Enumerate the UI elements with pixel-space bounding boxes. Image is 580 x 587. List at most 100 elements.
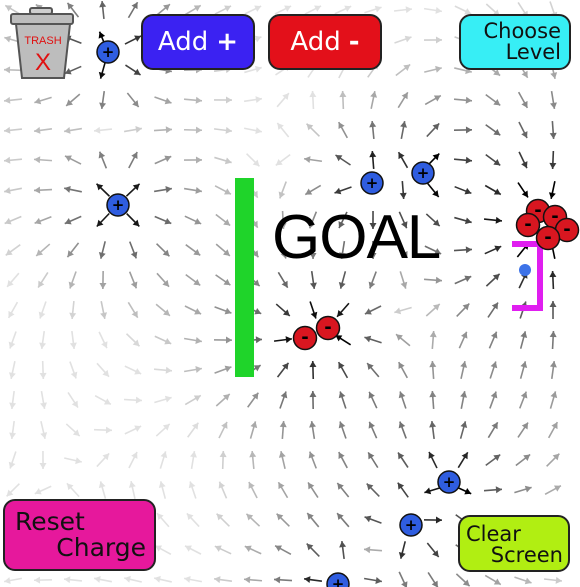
field-arrow-head [435, 36, 442, 44]
field-arrow-head [366, 483, 374, 491]
positive-charge[interactable]: + [437, 470, 461, 494]
field-arrow-head [252, 159, 260, 167]
field-arrow-head [400, 121, 407, 128]
field-arrow-head [281, 280, 288, 288]
field-arrow-head [8, 372, 16, 379]
field-arrow-head [251, 220, 258, 228]
field-arrow-head [195, 337, 202, 344]
field-arrow-head [279, 222, 287, 229]
field-arrow-head [132, 219, 140, 227]
field-arrow-head [275, 545, 283, 552]
field-arrow-head [339, 91, 347, 98]
negative-charge[interactable]: - [292, 325, 318, 351]
field-arrow-head [98, 481, 106, 489]
field-arrow-head [308, 451, 316, 459]
choose-level-button[interactable]: Choose Level [459, 14, 571, 70]
negative-charge[interactable]: - [554, 217, 580, 243]
field-arrow-head [134, 368, 142, 375]
field-arrow-head [34, 576, 41, 584]
field-arrow-head [64, 217, 72, 225]
field-arrow-head [396, 334, 403, 341]
field-arrow-head [5, 5, 13, 12]
field-arrow-head [223, 249, 230, 256]
negative-charge[interactable]: - [515, 212, 541, 238]
field-arrow-head [195, 126, 202, 134]
field-arrow-head [222, 394, 230, 401]
field-arrow-head [280, 391, 288, 399]
field-arrow-head [214, 545, 222, 552]
field-arrow-head [9, 432, 17, 439]
positive-charge[interactable]: + [96, 40, 120, 64]
field-arrow-head [460, 421, 468, 429]
field-arrow-head [431, 580, 438, 587]
field-arrow-head [549, 271, 557, 278]
negative-charge[interactable]: - [315, 315, 341, 341]
field-arrow-head [184, 545, 192, 552]
field-arrow-head [521, 161, 528, 169]
positive-charge[interactable]: + [399, 513, 423, 537]
field-arrow-head [364, 335, 372, 343]
field-arrow-head [135, 126, 142, 133]
goal-bracket [512, 241, 543, 311]
field-arrow-head [550, 72, 558, 79]
field-arrow-head [98, 151, 106, 159]
add-negative-charge-button[interactable]: Add - [268, 14, 382, 70]
field-arrow-head [338, 452, 345, 460]
field-arrow-head [369, 121, 377, 128]
field-arrow-head [188, 481, 196, 489]
field-arrow-head [368, 391, 375, 399]
field-arrow-head [307, 513, 314, 520]
reset-charge-button[interactable]: Reset Charge [3, 499, 156, 571]
field-arrow-head [164, 338, 172, 345]
field-arrow-head [224, 5, 232, 12]
field-arrow-head [493, 454, 501, 462]
field-arrow-head [520, 391, 528, 399]
trash-can-icon[interactable]: TRASH X [8, 6, 78, 80]
field-arrow-head [335, 335, 343, 342]
field-arrow-head [278, 451, 286, 458]
positive-charge[interactable]: + [360, 171, 384, 195]
field-arrow-head [133, 68, 141, 75]
field-arrow-head [101, 341, 108, 349]
clear-screen-button[interactable]: Clear Screen [458, 515, 570, 572]
field-arrow-head [401, 581, 408, 587]
field-arrow-head [40, 432, 48, 439]
field-arrow-head [96, 183, 104, 191]
field-arrow-head [464, 217, 472, 225]
positive-charge[interactable]: + [326, 572, 350, 587]
field-arrow-head [368, 421, 375, 429]
field-arrow-head [193, 248, 201, 256]
field-arrow-head [38, 280, 45, 288]
field-arrow-head [464, 488, 472, 495]
field-arrow-head [70, 371, 78, 379]
field-arrow-head [394, 307, 402, 315]
field-arrow-head [461, 331, 468, 339]
field-arrow-head [99, 1, 107, 8]
field-arrow-head [163, 309, 170, 316]
add-positive-label: Add [157, 27, 209, 57]
field-arrow-head [190, 451, 197, 458]
field-arrow-head [338, 362, 345, 370]
positive-charge[interactable]: + [411, 161, 435, 185]
negative-charge[interactable]: - [535, 225, 561, 251]
field-arrow-head [309, 421, 317, 428]
positive-charge[interactable]: + [106, 193, 130, 217]
field-arrow-head [252, 279, 260, 287]
add-positive-charge-button[interactable]: Add + [141, 14, 255, 70]
field-arrow-head [364, 515, 372, 523]
field-arrow-head [428, 451, 435, 459]
field-arrow-head [339, 541, 347, 548]
field-arrow-head [224, 365, 232, 373]
field-arrow-head [224, 307, 232, 315]
field-arrow-head [523, 454, 531, 461]
field-arrow-head [309, 361, 317, 368]
trash-x-label: X [35, 49, 51, 76]
field-arrow-head [195, 96, 202, 104]
field-arrow-head [132, 100, 139, 108]
field-arrow-head [465, 246, 472, 254]
field-arrow-head [131, 310, 138, 318]
field-arrow-head [102, 369, 109, 377]
field-arrow-head [490, 391, 498, 399]
field-arrow-head [310, 311, 318, 319]
